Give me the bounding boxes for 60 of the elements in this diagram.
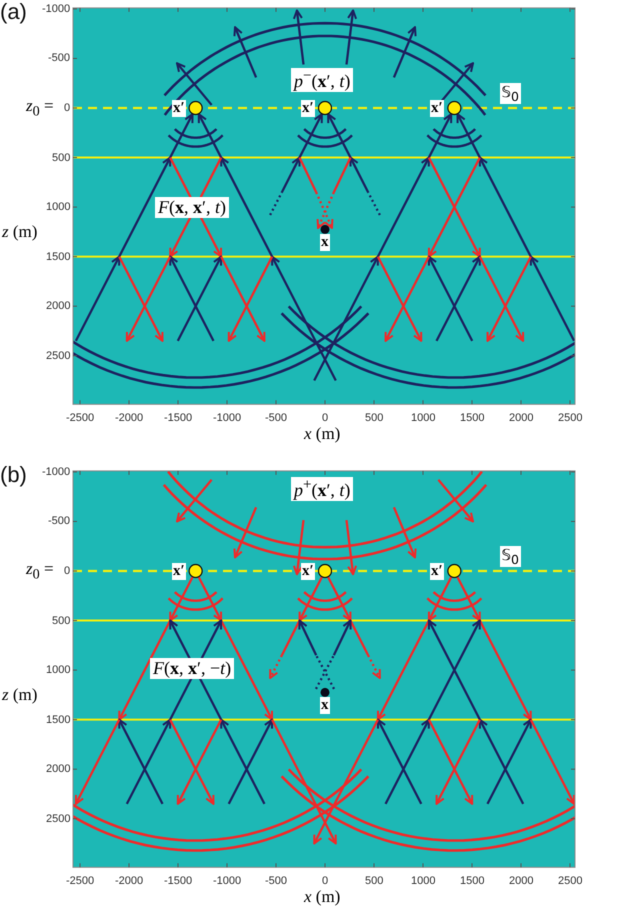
focal-point-label: x: [320, 234, 330, 250]
focusing-function-label: F(x, x′, t): [155, 196, 229, 218]
axis-tick-label: 1000: [46, 664, 70, 676]
axis-tick-label: 500: [365, 875, 384, 887]
axis-tick-label: -2500: [66, 875, 94, 887]
axis-tick-label: 500: [52, 614, 70, 627]
axis-tick-label: -500: [265, 412, 288, 424]
receiver-label: x′: [172, 100, 186, 116]
axis-tick-label: -1500: [164, 412, 192, 424]
wavefield-label: p$^{+}$(x′, t): [291, 477, 354, 501]
axis-tick-label: -2000: [115, 412, 144, 424]
axis-tick-label: -1000: [213, 412, 242, 424]
axis-tick-label: 1500: [460, 875, 484, 887]
axis-tick-label: 2000: [46, 300, 70, 312]
axis-tick-label: 2500: [558, 875, 582, 887]
axis-tick-label: -1000: [213, 875, 242, 887]
axis-tick-label: -500: [48, 515, 70, 528]
wavefield-label: p$^{−}$(x′, t): [291, 68, 354, 92]
receiver-label: x′: [430, 100, 444, 116]
axis-tick-label: -2500: [66, 412, 94, 424]
receiver-label: x′: [172, 562, 186, 580]
axis-tick-label: 2000: [509, 875, 534, 887]
receiver-label: x′: [301, 100, 315, 116]
axis-tick-label: -1000: [42, 466, 70, 478]
axis-tick-label: 0: [64, 565, 70, 577]
panel-label: (a): [0, 0, 27, 25]
axis-tick-label: -500: [265, 875, 288, 887]
axis-tick-label: 500: [52, 152, 70, 164]
axis-tick-label: 500: [365, 412, 384, 424]
axis-tick-label: -2000: [115, 875, 144, 887]
axis-tick-label: 1500: [460, 412, 484, 424]
axis-tick-label: 2000: [509, 412, 534, 424]
surface-label: 𝕊$_{0}$: [500, 546, 521, 566]
focusing-function-label: F(x, x′, −t): [150, 658, 234, 678]
axis-title: z (m): [2, 222, 38, 242]
axis-tick-label: 2500: [46, 350, 70, 362]
receiver-label: x′: [430, 562, 444, 580]
axis-tick-label: 0: [322, 875, 328, 887]
axis-tick-label: 2500: [46, 812, 70, 825]
axis-tick-label: 0: [64, 102, 70, 114]
axis-tick-label: 0: [322, 412, 328, 424]
axis-tick-label: -1500: [164, 875, 192, 887]
axis-tick-label: -500: [48, 52, 70, 64]
depth-label: z$_{0}$ =: [26, 559, 54, 584]
axis-tick-label: 1000: [46, 201, 70, 214]
surface-label: 𝕊$_{0}$: [500, 82, 521, 104]
axis-tick-label: 1500: [46, 714, 70, 726]
axis-tick-label: -1000: [42, 2, 70, 15]
focal-point-label: x: [320, 696, 330, 714]
receiver-label: x′: [301, 562, 315, 580]
axis-tick-label: 1500: [46, 250, 70, 263]
axis-tick-label: 2000: [46, 763, 70, 776]
axis-tick-label: 1000: [411, 875, 436, 887]
axis-title: x (m): [304, 424, 340, 444]
axis-tick-label: 2500: [558, 412, 582, 424]
axis-tick-label: 1000: [411, 412, 436, 424]
panel-label: (b): [0, 462, 27, 488]
axis-title: z (m): [2, 685, 38, 705]
axis-title: x (m): [304, 887, 340, 907]
depth-label: z$_{0}$ =: [26, 96, 54, 120]
